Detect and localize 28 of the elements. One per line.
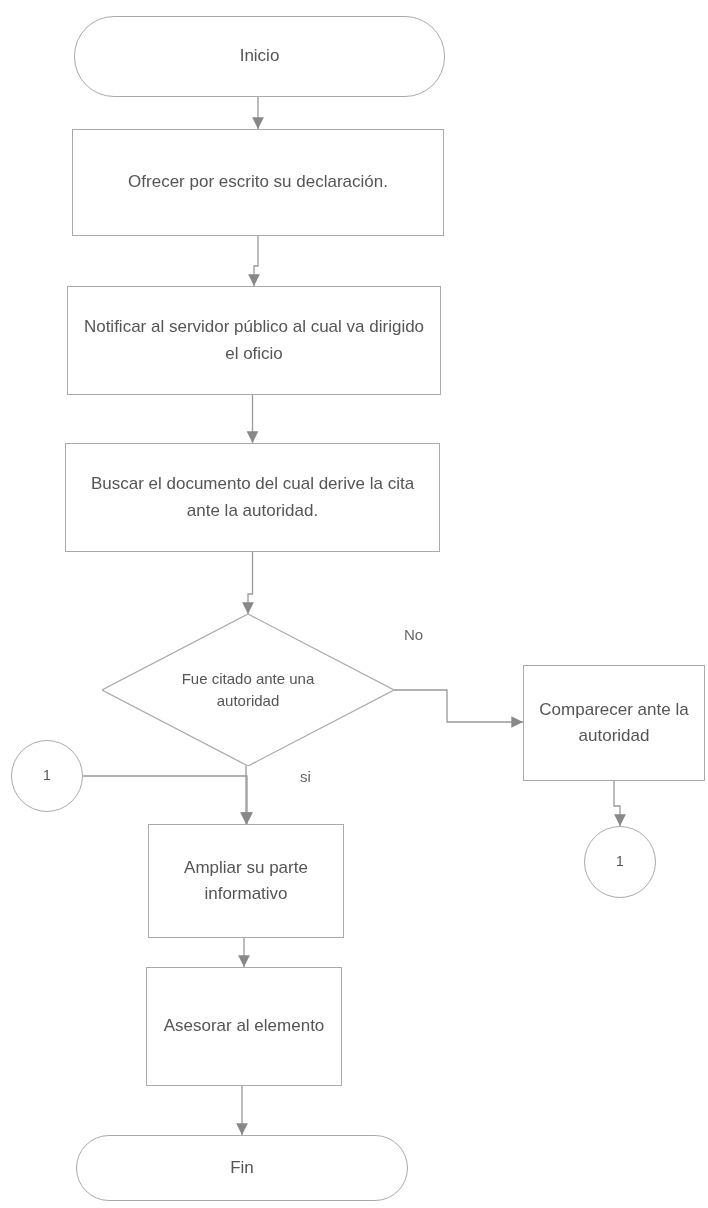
arrow (248, 235, 260, 287)
node-text: Fue citado ante una autoridad (180, 668, 316, 711)
node-text: Notificar al servidor público al cual va dirigido el oficio (82, 316, 426, 365)
node-text: Asesorar al elemento (163, 1015, 325, 1038)
arrow (236, 1085, 248, 1136)
process-box (146, 967, 342, 1086)
process-box (523, 665, 705, 781)
arrow (242, 551, 254, 615)
node-text: Fin (230, 1156, 254, 1179)
arrow (613, 780, 626, 827)
decision-diamond (102, 614, 394, 766)
arrow (246, 394, 259, 444)
node-text: Comparecer ante la autoridad (538, 698, 690, 747)
node-text: 1 (616, 852, 624, 872)
edge-label: si (298, 768, 313, 785)
arrow (393, 689, 524, 728)
arrow (252, 96, 264, 130)
process-box (65, 443, 440, 552)
node-text: 1 (43, 766, 51, 786)
node-text: Ampliar su parte informativo (183, 856, 309, 905)
arrow (82, 775, 253, 825)
process-box (148, 824, 344, 938)
node-text: Inicio (239, 45, 280, 68)
arrow (238, 937, 250, 968)
node-text: Buscar el documento del cual derive la cita ante la autoridad. (89, 473, 416, 522)
process-box (67, 286, 441, 395)
node-text: Ofrecer por escrito su declaración. (128, 171, 388, 194)
process-box (72, 129, 444, 236)
